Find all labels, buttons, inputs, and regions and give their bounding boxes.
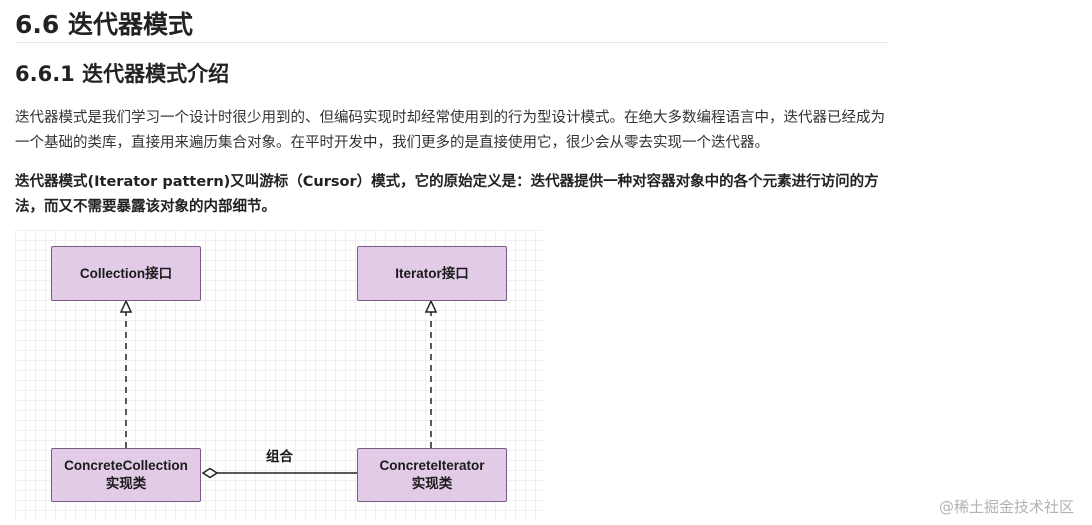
watermark-text: @稀土掘金技术社区 bbox=[938, 498, 1074, 516]
definition-paragraph: 迭代器模式(Iterator pattern)又叫游标（Cursor）模式，它的… bbox=[15, 174, 879, 215]
intro-paragraph: 迭代器模式是我们学习一个设计时很少用到的、但编码实现时却经常使用到的行为型设计模… bbox=[15, 110, 885, 151]
section-heading: 6.6 迭代器模式 bbox=[15, 10, 193, 39]
collection-realization-arrowhead bbox=[119, 299, 133, 313]
concrete-collection-box: ConcreteCollection 实现类 bbox=[51, 448, 201, 502]
composition-label: 组合 bbox=[266, 449, 293, 464]
concrete-iterator-name: ConcreteIterator bbox=[379, 458, 485, 473]
concrete-collection-name: ConcreteCollection bbox=[64, 458, 188, 473]
iterator-realization-arrowhead bbox=[424, 299, 438, 313]
concrete-iterator-box: ConcreteIterator 实现类 bbox=[357, 448, 507, 502]
subsection-heading: 6.6.1 迭代器模式介绍 bbox=[15, 62, 230, 86]
uml-class-diagram: Collection接口 Iterator接口 ConcreteCollecti… bbox=[15, 230, 543, 520]
collection-interface-box: Collection接口 bbox=[51, 246, 201, 301]
concrete-collection-kind: 实现类 bbox=[105, 476, 147, 491]
heading-divider bbox=[15, 42, 887, 43]
concrete-iterator-kind: 实现类 bbox=[411, 476, 453, 491]
composition-diamond bbox=[201, 467, 219, 479]
iterator-interface-label: Iterator接口 bbox=[395, 265, 469, 281]
collection-interface-label: Collection接口 bbox=[79, 265, 173, 281]
diagram-edges bbox=[119, 299, 438, 479]
iterator-interface-box: Iterator接口 bbox=[357, 246, 507, 301]
